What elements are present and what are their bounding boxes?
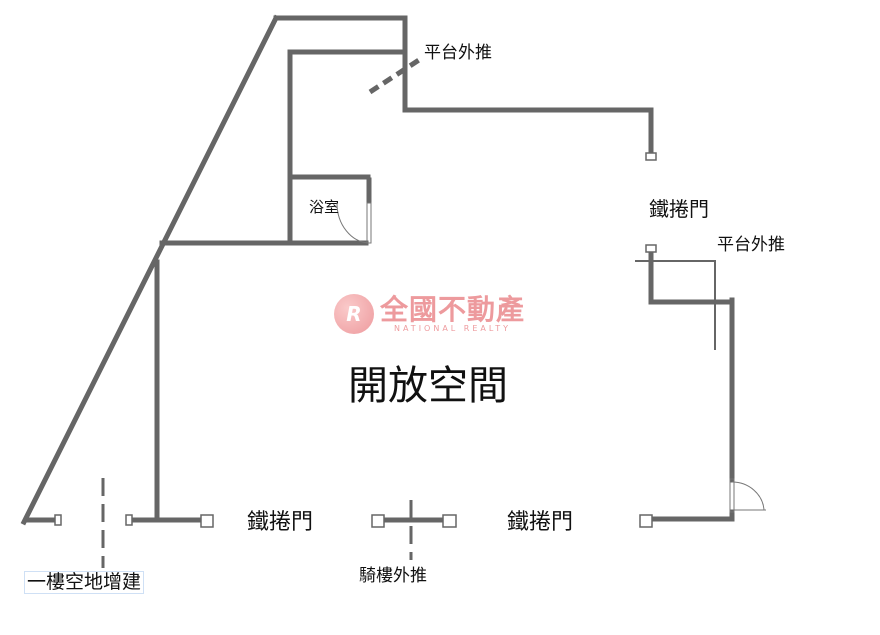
bathroom-door <box>366 202 372 244</box>
platform-outline <box>635 260 716 350</box>
label-ground-floor-addition: 一樓空地增建 <box>24 571 145 594</box>
label-platform-push-top: 平台外推 <box>424 43 492 63</box>
column-marker <box>639 514 653 528</box>
column-marker <box>200 514 214 528</box>
logo-name-en: NATIONAL REALTY <box>393 323 512 333</box>
entry-door <box>729 478 735 513</box>
column-marker <box>125 514 133 526</box>
wall <box>648 251 735 305</box>
dashed-boundary <box>368 55 424 95</box>
logo-mark: R <box>334 294 374 334</box>
label-platform-push-right: 平台外推 <box>717 235 785 255</box>
label-bathroom: 浴室 <box>309 198 340 216</box>
logo-name-cn: 全國不動產 <box>380 292 526 326</box>
label-rolling-door-bottom-left: 鐵捲門 <box>247 510 314 535</box>
column-marker <box>442 514 457 528</box>
column-marker <box>54 514 62 526</box>
door-swing-arc <box>336 202 370 244</box>
wall <box>20 14 280 526</box>
wall <box>273 15 654 155</box>
watermark-logo: R 全國不動產 NATIONAL REALTY <box>334 294 525 334</box>
label-rolling-door-right-top: 鐵捲門 <box>649 197 709 221</box>
label-rolling-door-bottom-right: 鐵捲門 <box>507 510 574 535</box>
wall <box>650 509 735 522</box>
door-swing-arc <box>731 481 765 511</box>
column-marker <box>645 152 657 161</box>
column-marker <box>371 514 385 528</box>
column-marker <box>645 244 657 253</box>
label-arcade-push: 騎樓外推 <box>359 566 427 586</box>
label-open-space: 開放空間 <box>348 363 508 409</box>
